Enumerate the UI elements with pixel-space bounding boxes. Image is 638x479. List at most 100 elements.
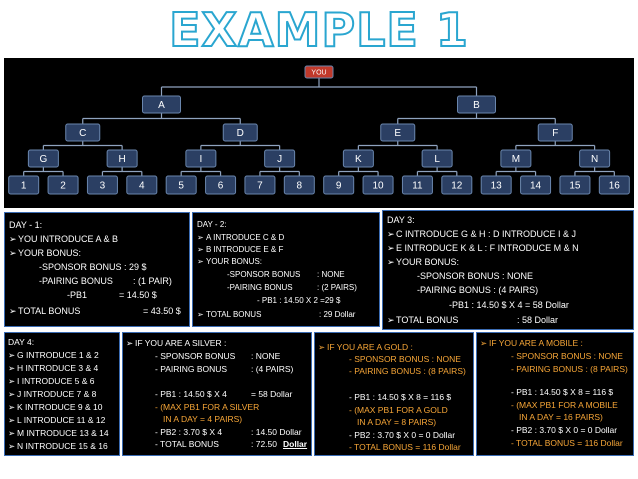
arrow-bullet-icon: ➢ xyxy=(8,441,16,451)
tree-node-label: K xyxy=(355,154,362,165)
tree-node-label: L xyxy=(434,154,440,165)
tree-node-box xyxy=(362,175,394,195)
gold-sponsor: - SPONSOR BONUS : NONE xyxy=(349,354,461,364)
mobile-total: - TOTAL BONUS = 116 Dollar xyxy=(511,438,623,448)
tree-connector xyxy=(23,167,64,176)
tree-node-label: D xyxy=(237,128,244,139)
tree-node-box xyxy=(185,149,217,168)
tree-node-3: 3 xyxy=(86,175,118,195)
tree-node-box xyxy=(520,175,552,195)
tree-node-box xyxy=(86,175,118,195)
day4-item: ➢I INTRODUCE 5 & 6 xyxy=(8,376,95,386)
tree-node-J: J xyxy=(264,149,296,168)
day4-panel: DAY 4: ➢G INTRODUCE 1 & 2 ➢H INTRODUCE 3… xyxy=(4,332,120,456)
tree-node-6: 6 xyxy=(205,175,237,195)
arrow-bullet-icon: ➢ xyxy=(197,257,204,266)
mobile-sponsor: - SPONSOR BONUS : NONE xyxy=(511,351,623,361)
day1-line1: ➢YOU INTRODUCE A & B xyxy=(9,234,119,244)
tree-connector xyxy=(416,167,458,176)
arrow-bullet-icon: ➢ xyxy=(8,363,16,373)
day3-heading: DAY 3: xyxy=(387,215,415,225)
arrow-bullet-icon: ➢ xyxy=(197,245,204,254)
silver-pb1: - PB1 : 14.50 $ X 4= 58 Dollar xyxy=(155,389,293,399)
tree-node-box xyxy=(205,175,237,195)
day4-item: ➢N INTRODUCE 15 & 16 xyxy=(8,441,108,451)
silver-max1: - (MAX PB1 FOR A SILVER xyxy=(155,402,260,412)
tree-connector xyxy=(160,78,478,96)
tree-node-L: L xyxy=(421,149,453,168)
tree-node-label: 5 xyxy=(178,181,184,192)
tree-node-D: D xyxy=(222,123,258,142)
tree-node-YOU: YOU xyxy=(304,65,334,79)
tree-node-label: YOU xyxy=(311,70,326,77)
tree-node-label: 8 xyxy=(297,181,303,192)
arrow-bullet-icon: ➢ xyxy=(387,257,395,267)
tree-node-box xyxy=(283,175,315,195)
day3-line6: -PB1 : 14.50 $ X 4 = 58 Dollar xyxy=(449,300,569,310)
day4-item: ➢J INTRODUCE 7 & 8 xyxy=(8,389,97,399)
tree-node-box xyxy=(165,175,197,195)
tree-node-box xyxy=(264,149,296,168)
tree-node-label: B xyxy=(473,100,480,111)
tree-node-label: J xyxy=(277,154,282,165)
day2-line3: ➢YOUR BONUS: xyxy=(197,257,263,266)
tree-node-box xyxy=(500,149,532,168)
tree-node-A: A xyxy=(142,95,181,114)
tree-node-label: H xyxy=(119,154,126,165)
arrow-bullet-icon: ➢ xyxy=(387,315,395,325)
tree-node-label: G xyxy=(39,154,47,165)
gold-pb2: - PB2 : 3.70 $ X 0 = 0 Dollar xyxy=(349,430,456,440)
day1-panel: DAY - 1: ➢YOU INTRODUCE A & B ➢YOUR BONU… xyxy=(4,212,190,327)
tree-node-E: E xyxy=(380,123,416,142)
tree-connector xyxy=(574,167,615,176)
arrow-bullet-icon: ➢ xyxy=(126,338,134,348)
day2-panel: DAY - 2: ➢A INTRODUCE C & D ➢B INTRODUCE… xyxy=(192,212,380,327)
day1-line6: ➢TOTAL BONUS= 43.50 $ xyxy=(9,306,181,316)
tree-connector xyxy=(357,141,438,150)
tree-node-label: C xyxy=(79,128,86,139)
tree-node-box xyxy=(244,175,276,195)
silver-pairing: - PAIRING BONUS: (4 PAIRS) xyxy=(155,364,294,374)
tree-connector xyxy=(180,167,222,176)
tree-node-H: H xyxy=(106,149,138,168)
tree-node-1: 1 xyxy=(8,175,40,195)
tree-node-label: A xyxy=(158,100,165,111)
tree-node-box xyxy=(480,175,512,195)
day2-line2: ➢B INTRODUCE E & F xyxy=(197,245,284,254)
tree-connector xyxy=(200,141,281,150)
tree-node-8: 8 xyxy=(283,175,315,195)
tree-node-label: 2 xyxy=(60,181,66,192)
tree-node-box xyxy=(27,149,59,168)
tree-connector xyxy=(101,167,143,176)
tree-node-label: 13 xyxy=(491,181,503,192)
day3-line5: -PAIRING BONUS : (4 PAIRS) xyxy=(417,285,539,295)
tree-connector xyxy=(515,141,596,150)
arrow-bullet-icon: ➢ xyxy=(8,389,16,399)
day2-line6: - PB1 : 14.50 X 2 =29 $ xyxy=(257,296,341,305)
tree-connector xyxy=(495,167,537,176)
silver-panel: ➢IF YOU ARE A SILVER : - SPONSOR BONUS: … xyxy=(122,332,312,456)
day3-line2: ➢E INTRODUCE K & L : F INTRODUCE M & N xyxy=(387,243,579,253)
day2-line1: ➢A INTRODUCE C & D xyxy=(197,233,285,242)
arrow-bullet-icon: ➢ xyxy=(9,234,17,244)
tree-node-N: N xyxy=(579,149,611,168)
day3-line1: ➢C INTRODUCE G & H : D INTRODUCE I & J xyxy=(387,229,577,239)
tree-node-box xyxy=(579,149,611,168)
day3-line3: ➢YOUR BONUS: xyxy=(387,257,460,267)
tree-node-I: I xyxy=(185,149,217,168)
tree-node-box xyxy=(421,149,453,168)
arrow-bullet-icon: ➢ xyxy=(197,233,204,242)
tree-node-label: 11 xyxy=(412,181,423,192)
day2-line7: ➢TOTAL BONUS: 29 Dollar xyxy=(197,310,356,319)
tree-connector xyxy=(397,113,556,124)
tree-node-box xyxy=(304,65,334,79)
tree-node-box xyxy=(380,123,416,142)
tree-node-15: 15 xyxy=(559,175,591,195)
tree-node-box xyxy=(441,175,473,195)
day4-item: ➢K INTRODUCE 9 & 10 xyxy=(8,402,103,412)
day2-heading: DAY - 2: xyxy=(197,220,227,229)
tree-node-label: 4 xyxy=(139,181,145,192)
gold-max1: - (MAX PB1 FOR A GOLD xyxy=(349,405,448,415)
tree-node-11: 11 xyxy=(401,175,433,195)
